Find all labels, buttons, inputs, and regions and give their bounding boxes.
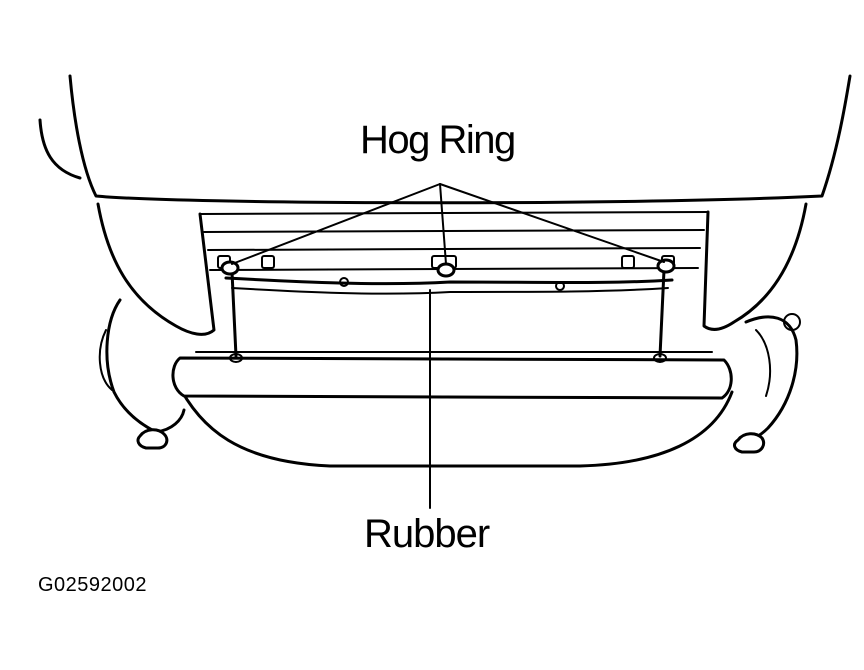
- hog-ring-leader-center: [439, 183, 447, 265]
- rod-end: [653, 353, 667, 363]
- left-bolt: [136, 428, 169, 450]
- frame-rail-mid: [207, 247, 701, 251]
- hog-ring-center: [436, 262, 456, 278]
- right-wire-rod: [658, 268, 666, 358]
- rubber-knot: [555, 281, 565, 291]
- rubber-band-lower: [231, 287, 669, 295]
- left-hinge-detail: [98, 329, 113, 391]
- front-bar: [171, 356, 733, 400]
- frame-top-edge: [199, 211, 709, 215]
- right-hinge-detail: [755, 329, 772, 397]
- hog-ring-leader-left: [231, 183, 441, 265]
- seat-frame-left-side: [96, 202, 216, 336]
- rubber-label: Rubber: [364, 512, 490, 556]
- right-hinge: [738, 315, 799, 442]
- seat-back-corner-fold: [38, 118, 82, 180]
- right-bolt-head: [783, 313, 801, 331]
- rubber-knot: [339, 277, 349, 287]
- frame-slot: [621, 255, 635, 269]
- frame-slot: [261, 255, 275, 269]
- right-bolt: [733, 432, 766, 454]
- seat-frame-right-side: [702, 202, 808, 331]
- figure-id: G02592002: [38, 574, 148, 596]
- rod-end: [229, 353, 243, 363]
- left-hinge: [105, 298, 186, 434]
- hog-ring-right: [656, 258, 676, 274]
- hog-ring-left: [220, 260, 240, 276]
- rubber-band: [224, 276, 674, 286]
- hog-ring-label: Hog Ring: [360, 118, 516, 162]
- seat-back-outline: [68, 74, 852, 205]
- left-wire-rod: [230, 270, 238, 358]
- frame-rail-top: [203, 229, 705, 233]
- hog-ring-leader-right: [439, 183, 665, 263]
- seat-cushion-outline: [174, 378, 734, 468]
